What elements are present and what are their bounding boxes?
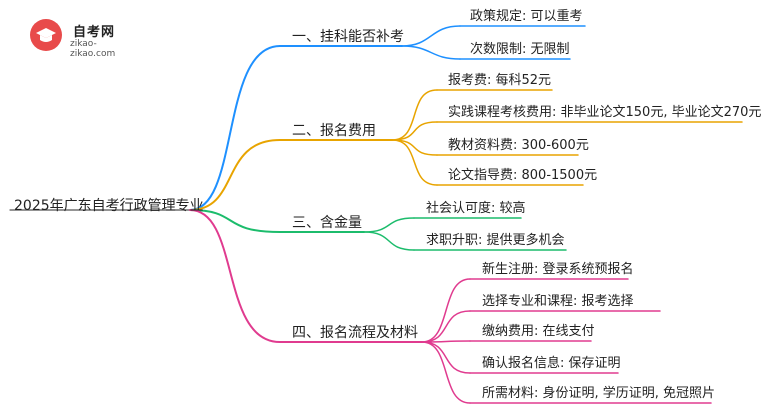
logo-url: zikao-zikao.com (70, 39, 116, 59)
branch-connector (189, 209, 281, 233)
leaf-connector (391, 89, 438, 141)
leaf-node: 选择专业和课程: 报考选择 (482, 294, 634, 309)
leaf-node: 确认报名信息: 保存证明 (482, 356, 621, 371)
branch-connector (189, 45, 281, 211)
leaf-connector (421, 310, 471, 343)
branch-node: 三、含金量 (292, 215, 362, 231)
graduation-cap-icon (30, 19, 62, 51)
site-logo[interactable]: 自考网 zikao-zikao.com (30, 19, 140, 59)
leaf-connector (363, 217, 415, 233)
leaf-node: 所需材料: 身份证明, 学历证明, 免冠照片 (482, 386, 716, 401)
leaf-connector (421, 278, 471, 343)
root-node: 2025年广东自考行政管理专业 (14, 198, 204, 214)
logo-title: 自考网 (73, 25, 116, 40)
leaf-node: 教材资料费: 300-600元 (448, 138, 589, 153)
branch-connector (189, 139, 281, 211)
leaf-node: 求职升职: 提供更多机会 (426, 233, 565, 248)
leaf-connector (401, 25, 461, 47)
leaf-node: 论文指导费: 800-1500元 (448, 168, 598, 183)
leaf-connector (391, 139, 438, 156)
leaf-connector (401, 45, 461, 60)
branch-connector (189, 209, 281, 343)
leaf-node: 缴纳费用: 在线支付 (482, 324, 595, 339)
leaf-node: 报考费: 每科52元 (448, 73, 552, 88)
leaf-node: 新生注册: 登录系统预报名 (482, 262, 634, 277)
leaf-node: 社会认可度: 较高 (426, 201, 526, 216)
branch-node: 四、报名流程及材料 (292, 325, 418, 341)
leaf-connector (391, 139, 438, 186)
leaf-connector (421, 341, 471, 374)
leaf-connector (363, 231, 415, 251)
branch-node: 一、挂科能否补考 (292, 29, 404, 45)
leaf-node: 实践课程考核费用: 非毕业论文150元, 毕业论文270元 (448, 105, 761, 120)
leaf-connector (391, 121, 438, 141)
leaf-node: 次数限制: 无限制 (470, 42, 570, 57)
branch-node: 二、报名费用 (292, 123, 376, 139)
leaf-connector (421, 341, 471, 404)
leaf-node: 政策规定: 可以重考 (470, 9, 583, 24)
